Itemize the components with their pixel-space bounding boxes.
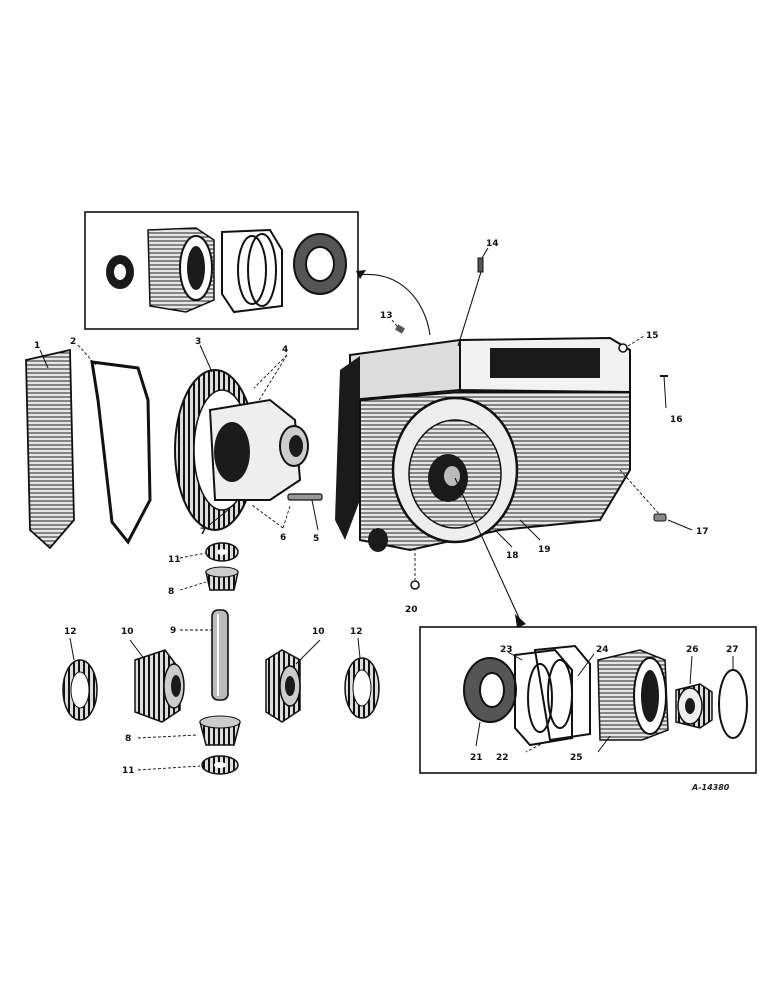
arrow-head: [356, 270, 366, 279]
inset-bearing-21: [463, 657, 517, 723]
callout-10-left: 10: [121, 627, 134, 637]
callout-27: 27: [726, 645, 739, 655]
callout-26: 26: [686, 645, 699, 655]
inset-snap-ring-27: [718, 669, 748, 739]
callout-21: 21: [470, 753, 483, 763]
callout-17: 17: [696, 527, 709, 537]
callout-2: 2: [70, 337, 76, 347]
inset-cone-bearing-26: [675, 683, 713, 729]
callout-7: 7: [200, 527, 206, 537]
callout-19: 19: [538, 545, 551, 555]
inset-shims-22-24: [514, 644, 591, 747]
callout-16: 16: [670, 415, 683, 425]
callout-23: 23: [500, 645, 513, 655]
callout-25: 25: [570, 753, 583, 763]
callout-15: 15: [646, 331, 659, 341]
inset-frame: [419, 626, 757, 774]
inset-bottom-leader: [454, 477, 521, 621]
callout-10-right: 10: [312, 627, 325, 637]
callout-14: 14: [486, 239, 499, 249]
bottom-inset-box: [419, 626, 757, 774]
top-inset-box: [84, 211, 359, 330]
inset-bearing-cone: [106, 255, 134, 289]
callout-12-right: 12: [350, 627, 363, 637]
differential-housing: [335, 336, 631, 552]
differential-case: [208, 398, 309, 501]
callout-9: 9: [170, 626, 176, 636]
callout-22: 22: [496, 753, 509, 763]
arrow-head: [515, 614, 526, 628]
callout-8-lower: 8: [125, 734, 131, 744]
inset-bearing-cage: [147, 227, 215, 313]
callout-20: 20: [405, 605, 418, 615]
callout-11-upper: 11: [168, 555, 181, 565]
callout-18: 18: [506, 551, 519, 561]
inset-shims: [221, 228, 283, 314]
pinion-shaft: [211, 609, 229, 701]
callout-13: 13: [380, 311, 393, 321]
callout-4: 4: [282, 345, 288, 355]
callout-24: 24: [596, 645, 609, 655]
inset-top-leader: [357, 273, 431, 336]
inset-bearing: [293, 233, 347, 295]
callout-3: 3: [195, 337, 201, 347]
cover-gasket: [90, 360, 152, 545]
callout-8-upper: 8: [168, 587, 174, 597]
pinion-gear-lower: [199, 715, 241, 746]
callout-11-lower: 11: [122, 766, 135, 776]
callout-1: 1: [34, 341, 40, 351]
side-gear-right: [265, 649, 301, 723]
side-gear-washer-right: [344, 657, 380, 719]
inset-frame: [84, 211, 359, 330]
figure-id: A-14380: [691, 783, 730, 792]
callout-6: 6: [280, 533, 286, 543]
thrust-washer-upper: [205, 542, 239, 562]
cover-plate: [25, 348, 75, 550]
callout-12-left: 12: [64, 627, 77, 637]
lock-pin: [287, 493, 323, 501]
pinion-gear-upper: [205, 566, 239, 591]
thrust-washer-lower: [201, 755, 239, 775]
side-gear-left: [134, 649, 185, 723]
callout-5: 5: [313, 534, 319, 544]
inset-cage-25: [597, 649, 669, 741]
side-gear-washer-left: [62, 659, 98, 721]
